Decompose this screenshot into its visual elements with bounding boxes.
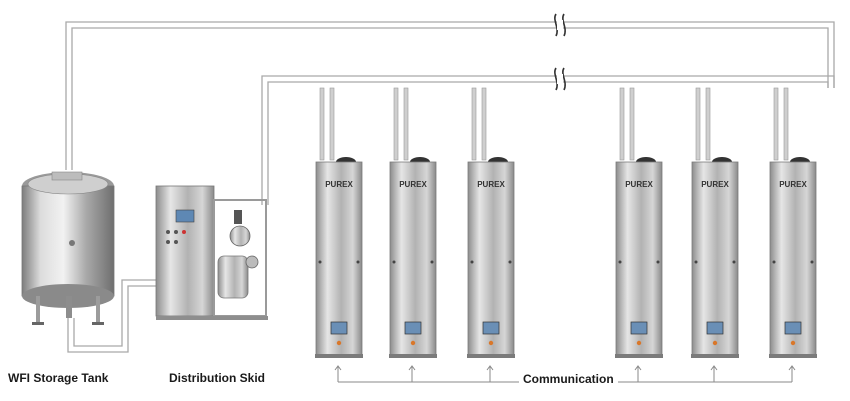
unit-screw bbox=[318, 260, 322, 264]
unit-screw bbox=[356, 260, 360, 264]
drop-pipe bbox=[705, 87, 711, 161]
unit-screw bbox=[732, 260, 736, 264]
unit-display-panel bbox=[330, 321, 348, 335]
arrow-head bbox=[788, 365, 796, 371]
distribution-skid-label: Distribution Skid bbox=[169, 371, 265, 385]
unit-indicator-light bbox=[410, 340, 416, 346]
purex-units: PUREX PUREX PUREX PUREX PUREX PUREX bbox=[315, 87, 817, 358]
wfi-storage-tank-label: WFI Storage Tank bbox=[8, 371, 109, 385]
communication-label: Communication bbox=[519, 372, 618, 386]
unit-base bbox=[315, 354, 363, 358]
drop-pipe bbox=[393, 87, 399, 161]
wfi-storage-tank bbox=[21, 171, 115, 325]
outer-loop-pipe bbox=[65, 21, 835, 170]
arrow-head bbox=[408, 365, 416, 371]
unit-display-panel bbox=[482, 321, 500, 335]
unit-base bbox=[769, 354, 817, 358]
unit-indicator-light bbox=[488, 340, 494, 346]
unit-base bbox=[691, 354, 739, 358]
drop-pipe bbox=[471, 87, 477, 161]
unit-screw bbox=[430, 260, 434, 264]
unit-screw bbox=[810, 260, 814, 264]
unit-brand-logo: PUREX bbox=[477, 180, 505, 189]
arrow-head bbox=[334, 365, 342, 371]
unit-indicator-light bbox=[790, 340, 796, 346]
pipe-break-symbol bbox=[554, 67, 566, 91]
purex-unit: PUREX bbox=[389, 87, 437, 358]
unit-indicator-light bbox=[712, 340, 718, 346]
drop-pipe bbox=[403, 87, 409, 161]
unit-brand-logo: PUREX bbox=[701, 180, 729, 189]
unit-screw bbox=[694, 260, 698, 264]
purex-unit: PUREX bbox=[615, 87, 663, 358]
unit-screw bbox=[392, 260, 396, 264]
unit-indicator-light bbox=[636, 340, 642, 346]
drop-pipe bbox=[773, 87, 779, 161]
drop-pipe bbox=[619, 87, 625, 161]
unit-screw bbox=[772, 260, 776, 264]
unit-indicator-light bbox=[336, 340, 342, 346]
drop-pipe bbox=[329, 87, 335, 161]
unit-display-panel bbox=[706, 321, 724, 335]
unit-screw bbox=[618, 260, 622, 264]
purex-unit: PUREX bbox=[691, 87, 739, 358]
unit-display-panel bbox=[404, 321, 422, 335]
unit-brand-logo: PUREX bbox=[399, 180, 427, 189]
unit-brand-logo: PUREX bbox=[779, 180, 807, 189]
pipe-break-symbol bbox=[554, 13, 566, 37]
unit-base bbox=[615, 354, 663, 358]
arrow-head bbox=[634, 365, 642, 371]
drop-pipe bbox=[629, 87, 635, 161]
unit-base bbox=[467, 354, 515, 358]
purex-unit: PUREX bbox=[467, 87, 515, 358]
unit-display-panel bbox=[784, 321, 802, 335]
drop-pipe bbox=[481, 87, 487, 161]
return-loop-pipe bbox=[261, 75, 835, 205]
unit-display-panel bbox=[630, 321, 648, 335]
unit-screw bbox=[508, 260, 512, 264]
unit-screw bbox=[656, 260, 660, 264]
drop-pipe bbox=[783, 87, 789, 161]
purex-unit: PUREX bbox=[315, 87, 363, 358]
unit-screw bbox=[470, 260, 474, 264]
drop-pipe bbox=[695, 87, 701, 161]
unit-brand-logo: PUREX bbox=[325, 180, 353, 189]
arrow-head bbox=[486, 365, 494, 371]
unit-brand-logo: PUREX bbox=[625, 180, 653, 189]
tank-to-skid-pipe bbox=[67, 279, 160, 353]
unit-base bbox=[389, 354, 437, 358]
drop-pipe bbox=[319, 87, 325, 161]
arrow-head bbox=[710, 365, 718, 371]
purex-unit: PUREX bbox=[769, 87, 817, 358]
distribution-skid bbox=[155, 185, 268, 320]
